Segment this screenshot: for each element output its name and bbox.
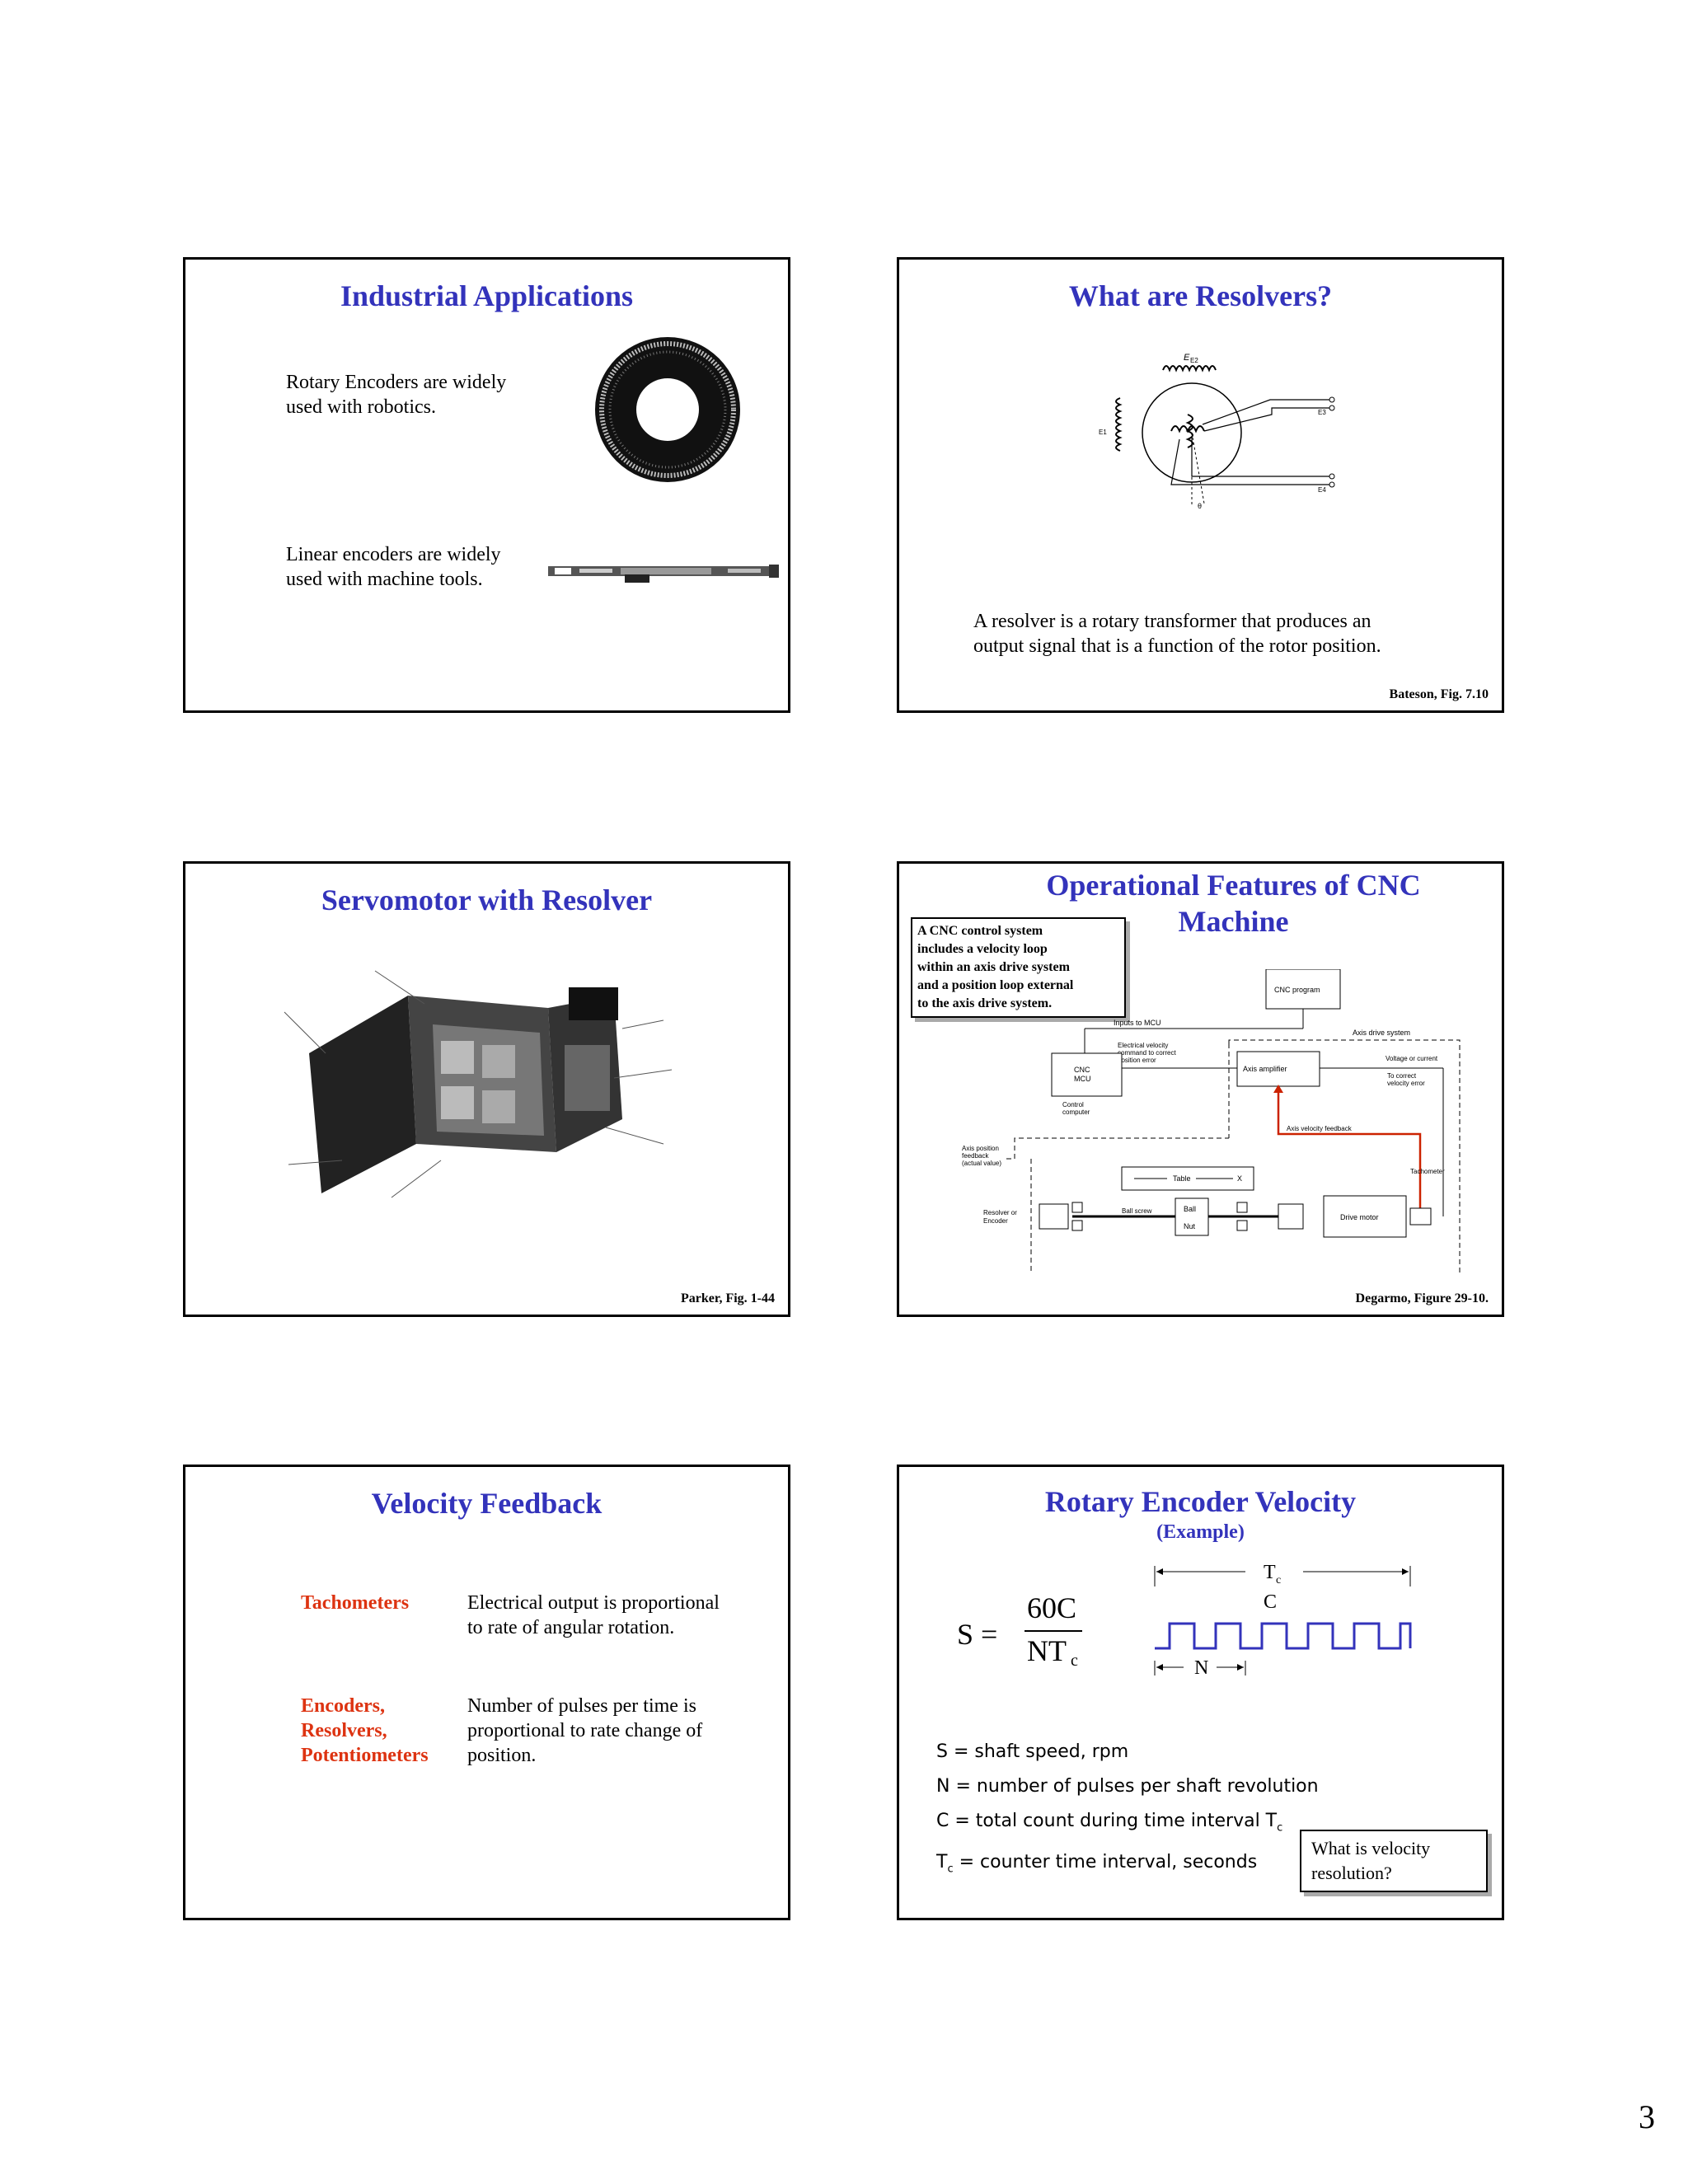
linear-encoder-text: Linear encoders are widely used with mac… [286, 542, 501, 592]
rotary-encoder-text: Rotary Encoders are widely used with rob… [286, 370, 506, 419]
svg-text:velocity error: velocity error [1387, 1080, 1425, 1087]
figure-caption: Degarmo, Figure 29-10. [1356, 1291, 1489, 1306]
svg-text:MCU: MCU [1074, 1075, 1091, 1083]
slide-title: Rotary Encoder Velocity [899, 1483, 1502, 1520]
feedback-type-description: Electrical output is proportional to rat… [467, 1591, 720, 1640]
svg-text:Control: Control [1062, 1101, 1084, 1108]
svg-text:To correct: To correct [1387, 1072, 1417, 1080]
velocity-formula: S = 60C NT c [957, 1591, 1089, 1673]
svg-text:Axis velocity feedback: Axis velocity feedback [1287, 1125, 1353, 1132]
svg-text:E: E [1184, 353, 1190, 363]
svg-text:Tachometer: Tachometer [1410, 1168, 1445, 1175]
svg-text:E4: E4 [1318, 486, 1326, 494]
svg-text:E1: E1 [1099, 429, 1107, 436]
svg-text:Axis position: Axis position [962, 1145, 999, 1152]
svg-text:E3: E3 [1318, 409, 1326, 416]
slide-industrial-applications: Industrial Applications Rotary Encoders … [183, 257, 790, 713]
svg-text:C: C [1264, 1591, 1277, 1613]
svg-text:CNC: CNC [1074, 1066, 1090, 1074]
svg-text:Electrical velocity: Electrical velocity [1118, 1042, 1168, 1049]
svg-text:Drive motor: Drive motor [1340, 1213, 1379, 1221]
svg-text:Ball screw: Ball screw [1122, 1207, 1152, 1215]
svg-text:Resolver or: Resolver or [983, 1209, 1017, 1216]
feedback-type-description: Number of pulses per time is proportiona… [467, 1694, 702, 1768]
svg-text:Inputs to MCU: Inputs to MCU [1114, 1019, 1161, 1027]
page-number: 3 [1639, 2097, 1655, 2136]
slide-title: Industrial Applications [185, 278, 788, 314]
svg-text:computer: computer [1062, 1108, 1090, 1116]
slide-subtitle: (Example) [899, 1521, 1502, 1544]
svg-text:position error: position error [1118, 1057, 1156, 1064]
figure-caption: Bateson, Fig. 7.10 [1390, 687, 1489, 702]
svg-text:Voltage or current: Voltage or current [1386, 1055, 1438, 1062]
slide-what-are-resolvers: What are Resolvers? E E2 E1 E3 E4 θ A re… [897, 257, 1504, 713]
svg-text:command to correct: command to correct [1118, 1049, 1176, 1057]
question-callout-box: What is velocity resolution? [1300, 1830, 1488, 1892]
svg-text:c: c [1276, 1574, 1281, 1586]
svg-text:T: T [1264, 1562, 1276, 1583]
svg-text:Table: Table [1173, 1174, 1191, 1183]
slide-rotary-encoder-velocity: Rotary Encoder Velocity (Example) S = 60… [897, 1465, 1504, 1920]
slide-servomotor-with-resolver: Servomotor with Resolver Parker, Fig. 1-… [183, 861, 790, 1317]
slide-title: Servomotor with Resolver [185, 882, 788, 918]
slide-title: Velocity Feedback [185, 1485, 788, 1521]
symbol-definitions: S = shaft speed, rpm N = number of pulse… [936, 1735, 1319, 1887]
svg-text:Axis amplifier: Axis amplifier [1243, 1065, 1287, 1073]
slide-velocity-feedback: Velocity Feedback Tachometers Electrical… [183, 1465, 790, 1920]
svg-text:feedback: feedback [962, 1152, 989, 1160]
feedback-type-label: Tachometers [301, 1591, 449, 1615]
svg-text:Ball: Ball [1184, 1205, 1196, 1213]
cnc-block-diagram: CNC program Inputs to MCU Axis drive sys… [957, 969, 1493, 1282]
pulse-timing-diagram: T c C N [1146, 1562, 1427, 1677]
slide-title: What are Resolvers? [899, 278, 1502, 314]
figure-caption: Parker, Fig. 1-44 [681, 1291, 775, 1306]
servomotor-cutaway-image [276, 963, 705, 1210]
svg-text:N: N [1194, 1657, 1208, 1677]
linear-encoder-image [546, 556, 781, 589]
resolver-diagram: E E2 E1 E3 E4 θ [1056, 349, 1336, 513]
feedback-type-label: Encoders, Resolvers, Potentiometers [301, 1694, 449, 1768]
resolver-description: A resolver is a rotary transformer that … [973, 609, 1381, 658]
svg-text:Axis drive system: Axis drive system [1353, 1029, 1410, 1037]
svg-text:(actual value): (actual value) [962, 1160, 1001, 1167]
svg-text:Encoder: Encoder [983, 1217, 1008, 1225]
rotary-encoder-disk-image [593, 335, 742, 484]
slide-cnc-operational-features: Operational Features of CNC Machine A CN… [897, 861, 1504, 1317]
svg-text:CNC program: CNC program [1274, 986, 1320, 994]
svg-text:E2: E2 [1190, 357, 1198, 364]
svg-text:X: X [1237, 1174, 1242, 1183]
svg-text:Nut: Nut [1184, 1222, 1196, 1230]
svg-text:θ: θ [1198, 502, 1202, 510]
